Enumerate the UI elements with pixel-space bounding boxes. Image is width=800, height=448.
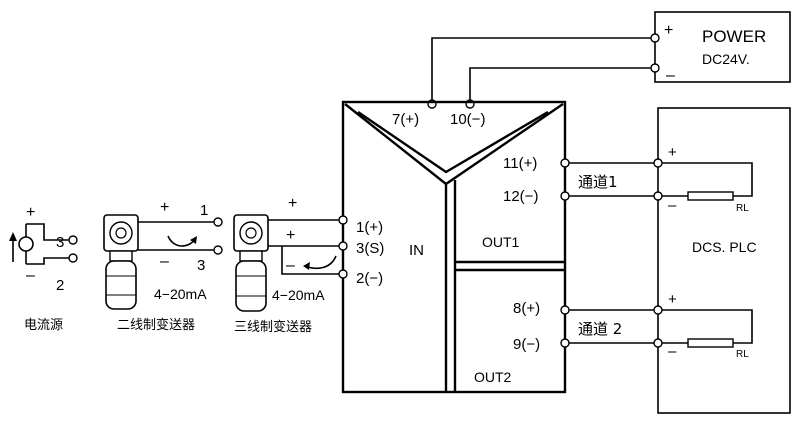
in-label: IN — [409, 242, 424, 259]
dcs-plus-1: + — [668, 144, 677, 161]
three-wire-minus: – — [286, 257, 295, 274]
terminal-9 — [560, 338, 570, 348]
source-term-2 — [68, 253, 78, 263]
source-term3-label: 3 — [56, 234, 64, 251]
two-wire-term-1 — [213, 217, 223, 227]
three-wire-current-arrow — [304, 255, 337, 270]
out1-label: OUT1 — [482, 234, 520, 250]
rl1-resistor — [687, 191, 734, 201]
power-minus-terminal — [650, 63, 660, 73]
out2-label: OUT2 — [474, 369, 512, 385]
terminal-1 — [338, 215, 348, 225]
dcs-terminal-1m — [653, 191, 663, 201]
rl2-label: RL — [736, 349, 749, 360]
in-wire-2 — [281, 246, 343, 275]
terminal-10-label: 10(−) — [450, 111, 485, 128]
source-plus: + — [26, 204, 35, 221]
dcs-terminal-1p — [653, 158, 663, 168]
two-wire-transmitter-icon — [103, 214, 139, 310]
three-wire-caption: 三线制变送器 — [234, 319, 312, 335]
terminal-1-label: 1(+) — [356, 219, 383, 236]
two-wire-term-3 — [213, 245, 223, 255]
power-negative-wire — [469, 67, 655, 104]
two-wire-signal: 4−20mA — [154, 286, 207, 302]
rl2-loop — [662, 309, 753, 344]
power-voltage: DC24V. — [702, 51, 750, 67]
channel-1-label: 通道1 — [578, 173, 618, 191]
terminal-12 — [560, 191, 570, 201]
rl1-label: RL — [736, 203, 749, 214]
source-term2-label: 2 — [56, 277, 64, 294]
dcs-box — [657, 107, 791, 414]
terminal-9-label: 9(−) — [513, 336, 540, 353]
three-wire-plus-mid: + — [286, 227, 295, 244]
current-source-icon — [9, 223, 70, 265]
terminal-12-label: 12(−) — [503, 188, 538, 205]
power-positive-wire — [431, 37, 655, 104]
terminal-3s — [338, 241, 348, 251]
power-plus: + — [664, 22, 673, 39]
terminal-11-label: 11(+) — [503, 155, 537, 172]
terminal-3s-label: 3(S) — [356, 240, 384, 257]
current-source-caption: 电流源 — [24, 318, 63, 333]
terminal-2 — [338, 269, 348, 279]
three-wire-transmitter-icon — [233, 214, 269, 312]
funnel-inner — [357, 110, 549, 174]
three-wire-arrow-head — [303, 262, 310, 270]
dcs-label: DCS. PLC — [692, 239, 757, 255]
dcs-minus-2: – — [668, 343, 677, 360]
terminal-2-label: 2(−) — [356, 270, 383, 287]
source-minus: – — [26, 267, 35, 284]
channel-2-label: 通道 2 — [578, 320, 622, 338]
terminal-11 — [560, 158, 570, 168]
dcs-terminal-2p — [653, 305, 663, 315]
two-wire-minus: – — [160, 253, 169, 270]
dcs-plus-2: + — [668, 291, 677, 308]
terminal-8 — [560, 305, 570, 315]
power-box — [654, 11, 791, 83]
rl2-resistor — [687, 338, 734, 348]
terminal-7-label: 7(+) — [392, 111, 419, 128]
two-wire-term1-label: 1 — [200, 202, 208, 219]
two-wire-caption: 二线制变送器 — [117, 317, 195, 333]
rl1-loop — [662, 162, 753, 197]
two-wire-arrow-head — [190, 236, 197, 244]
dcs-terminal-2m — [653, 338, 663, 348]
terminal-8-label: 8(+) — [513, 300, 540, 317]
two-wire-plus: + — [160, 199, 169, 216]
three-wire-signal: 4−20mA — [272, 287, 325, 303]
three-wire-plus-top: + — [288, 195, 297, 212]
dcs-minus-1: – — [668, 197, 677, 214]
source-term-3 — [68, 235, 78, 245]
power-label: POWER — [702, 27, 766, 46]
power-plus-terminal — [650, 33, 660, 43]
two-wire-term3-label: 3 — [197, 257, 205, 274]
power-minus: – — [666, 67, 675, 84]
